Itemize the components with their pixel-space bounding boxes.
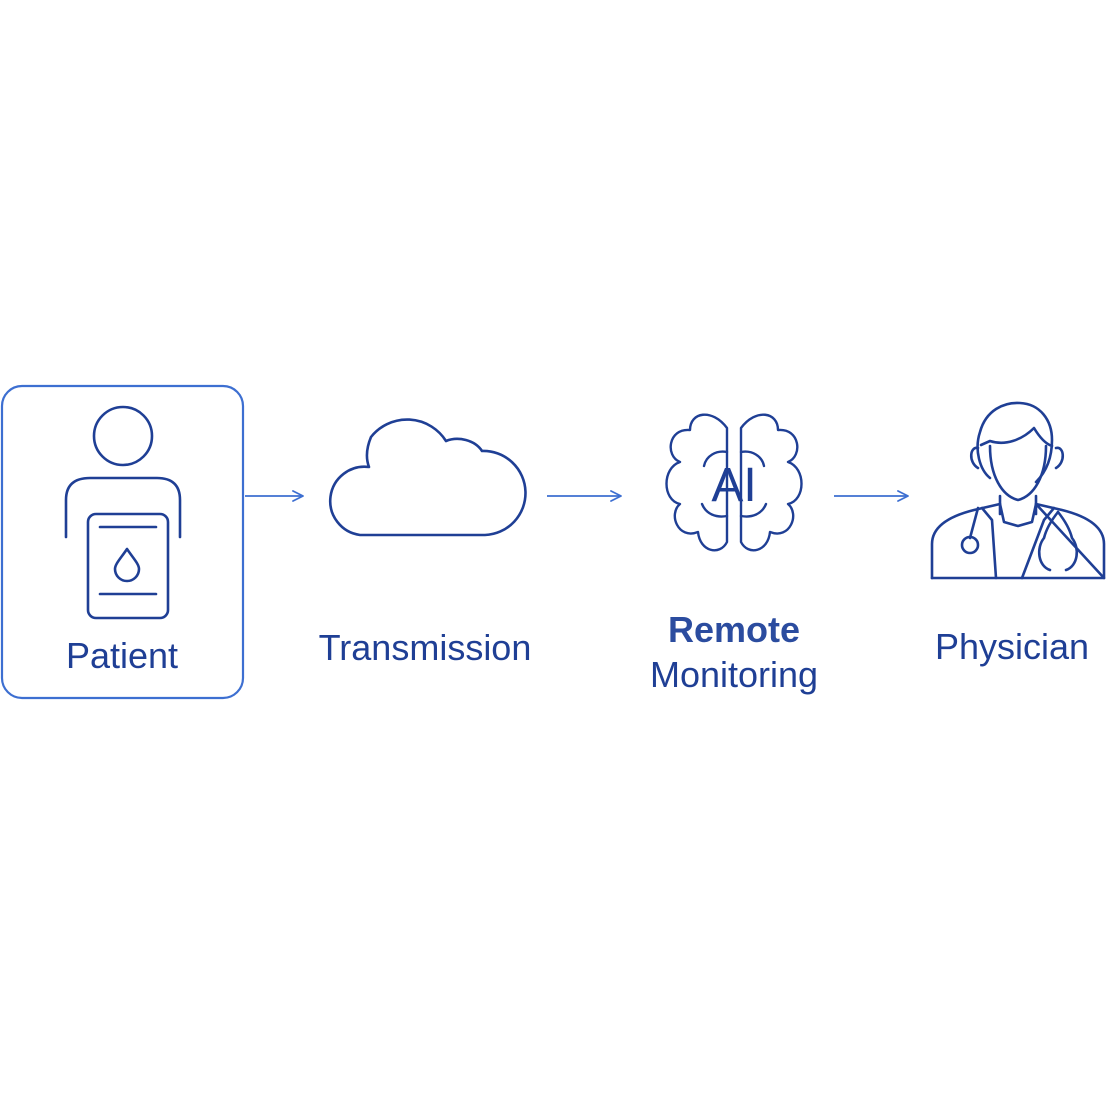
doctor-icon xyxy=(930,401,1106,580)
transmission-label: Transmission xyxy=(318,627,532,668)
physician-label: Physician xyxy=(934,626,1090,667)
ai-brain-text: AI xyxy=(711,459,756,512)
remote-monitoring-label-line1: Remote xyxy=(667,609,801,650)
patient-icon xyxy=(64,405,182,620)
ai-brain-icon xyxy=(665,413,803,552)
cloud-icon xyxy=(328,418,527,537)
patient-node-frame xyxy=(0,384,245,700)
patient-label: Patient xyxy=(65,635,179,676)
remote-monitoring-label-line2: Monitoring xyxy=(649,654,819,695)
